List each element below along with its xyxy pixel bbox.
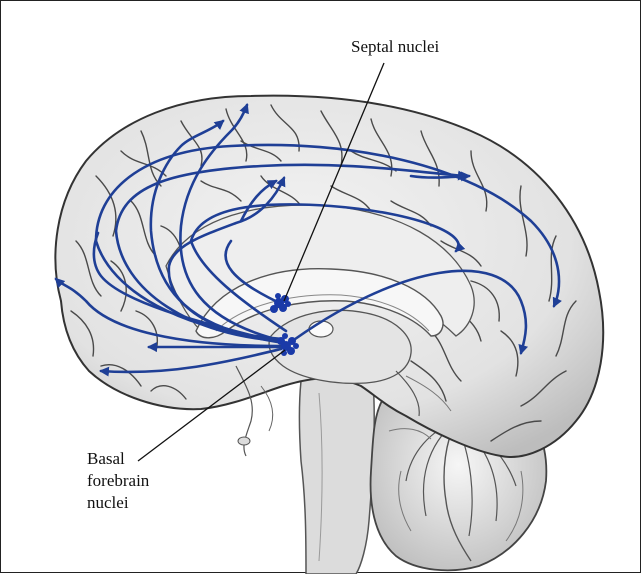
basal-forebrain-label-line1: Basal: [87, 448, 149, 470]
septal-nuclei-label: Septal nuclei: [351, 36, 439, 58]
basal-forebrain-label-line3: nuclei: [87, 492, 149, 514]
basal-forebrain-label: Basal forebrain nuclei: [87, 448, 149, 514]
brainstem: [300, 375, 375, 574]
pathway-temporal-branch: [411, 176, 469, 178]
basal-forebrain-label-line2: forebrain: [87, 470, 149, 492]
